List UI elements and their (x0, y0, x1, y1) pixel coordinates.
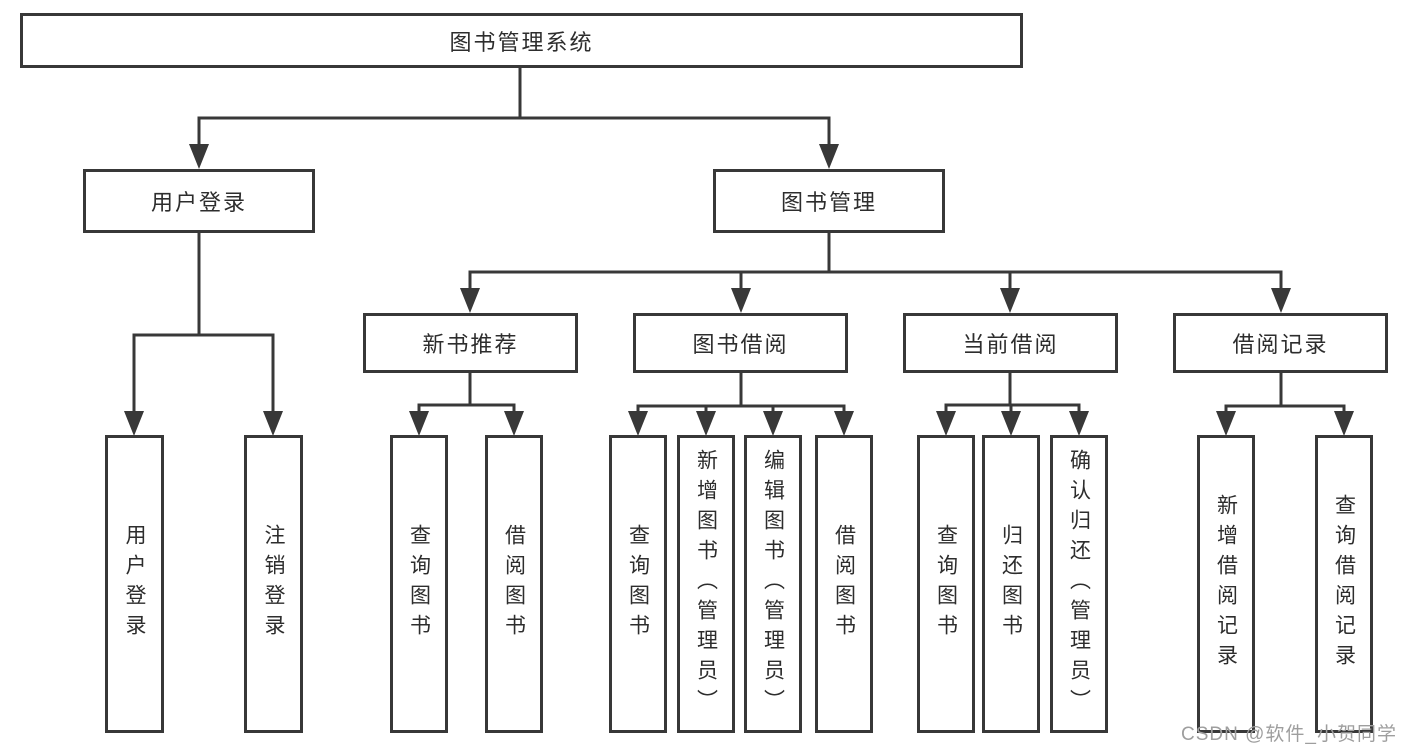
arrow-down-icon (1271, 288, 1291, 313)
connector-new-book-to-leaves (417, 373, 516, 414)
node-label: 用户登录 (150, 190, 247, 215)
arrow-down-icon (263, 411, 283, 436)
node-label: 查询图书 (626, 524, 650, 644)
arrow-down-icon (936, 411, 956, 436)
arrow-down-icon (819, 144, 839, 169)
leaf-record-query-record: 查询借阅记录 (1315, 435, 1373, 733)
node-user-login: 用户登录 (83, 169, 315, 233)
node-label: 查询图书 (934, 524, 958, 644)
arrow-down-icon (628, 411, 648, 436)
arrow-down-icon (124, 411, 144, 436)
node-label: 新增借阅记录 (1214, 494, 1238, 674)
leaf-borrow-add-books-admin: 新增图书（管理员） (677, 435, 735, 733)
leaf-borrow-query-books: 查询图书 (609, 435, 667, 733)
node-book-borrow: 图书借阅 (633, 313, 848, 373)
watermark: CSDN @软件_小贺同学 (1181, 724, 1397, 745)
arrow-down-icon (460, 288, 480, 313)
node-borrow-records: 借阅记录 (1173, 313, 1388, 373)
node-label: 图书借阅 (692, 332, 789, 357)
node-label: 归还图书 (999, 524, 1023, 644)
arrow-down-icon (731, 288, 751, 313)
leaf-current-return-books: 归还图书 (982, 435, 1040, 733)
arrow-down-icon (763, 411, 783, 436)
node-label: 查询图书 (407, 524, 431, 644)
arrow-down-icon (1001, 411, 1021, 436)
node-new-book-recommend: 新书推荐 (363, 313, 578, 373)
node-label: 借阅记录 (1232, 332, 1329, 357)
connector-book-borrow-to-leaves (636, 373, 846, 414)
arrow-down-icon (189, 144, 209, 169)
node-label: 用户登录 (123, 524, 146, 644)
connector-borrow-record-to-leaves (1224, 373, 1346, 414)
node-root-system: 图书管理系统 (20, 13, 1023, 68)
node-book-management: 图书管理 (713, 169, 945, 233)
arrow-down-icon (1334, 411, 1354, 436)
leaf-current-confirm-return-admin: 确认归还（管理员） (1050, 435, 1108, 733)
leaf-logout-login: 注销登录 (244, 435, 303, 733)
node-label: 借阅图书 (502, 524, 526, 644)
node-label: 新增图书（管理员） (694, 449, 718, 719)
leaf-newbook-borrow-books: 借阅图书 (485, 435, 543, 733)
leaf-borrow-edit-books-admin: 编辑图书（管理员） (744, 435, 802, 733)
arrow-down-icon (1069, 411, 1089, 436)
node-label: 图书管理系统 (449, 29, 594, 55)
node-label: 图书管理 (780, 190, 877, 215)
arrow-down-icon (1216, 411, 1236, 436)
arrow-down-icon (504, 411, 524, 436)
leaf-borrow-borrow-books: 借阅图书 (815, 435, 873, 733)
node-current-borrow: 当前借阅 (903, 313, 1118, 373)
arrow-down-icon (1000, 288, 1020, 313)
leaf-newbook-query-books: 查询图书 (390, 435, 448, 733)
arrow-down-icon (834, 411, 854, 436)
connector-user-login-to-leaves (132, 233, 275, 414)
node-label: 编辑图书（管理员） (761, 449, 785, 719)
leaf-record-add-record: 新增借阅记录 (1197, 435, 1255, 733)
arrowheads (124, 144, 1354, 436)
node-label: 当前借阅 (962, 332, 1059, 357)
connector-current-borrow-to-leaves (944, 373, 1081, 414)
node-label: 新书推荐 (422, 332, 519, 357)
node-label: 借阅图书 (832, 524, 856, 644)
arrow-down-icon (409, 411, 429, 436)
node-label: 确认归还（管理员） (1067, 449, 1091, 719)
leaf-current-query-books: 查询图书 (917, 435, 975, 733)
leaf-user-login: 用户登录 (105, 435, 164, 733)
arrow-down-icon (696, 411, 716, 436)
connector-root-to-level2 (197, 68, 831, 148)
node-label: 查询借阅记录 (1332, 494, 1356, 674)
connector-book-management-to-level3 (468, 233, 1283, 293)
node-label: 注销登录 (262, 524, 285, 644)
